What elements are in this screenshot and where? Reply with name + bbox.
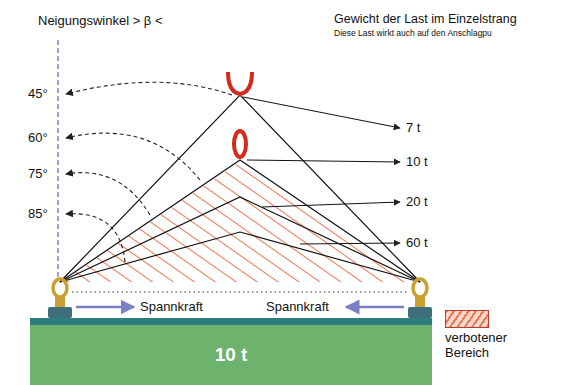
eye-bolts xyxy=(48,279,432,318)
reference-line xyxy=(72,291,408,292)
load-weight: 10 t xyxy=(215,344,248,366)
heading: Gewicht der Last im Einzelstrang xyxy=(334,13,517,27)
load-label: 60 t xyxy=(406,236,428,250)
vertical-reference xyxy=(57,40,59,278)
crane-hook xyxy=(228,72,252,94)
angle-label: 75° xyxy=(28,167,48,181)
legend-text: verbotener Bereich xyxy=(445,331,545,361)
load-label: 20 t xyxy=(406,195,428,209)
load-label: 10 t xyxy=(406,155,428,169)
legend-entry: verbotener Bereich xyxy=(445,310,545,361)
angle-label: 45° xyxy=(28,87,48,101)
slings xyxy=(60,95,420,282)
load-leaders xyxy=(243,97,400,244)
legend-swatch xyxy=(445,310,489,328)
heading: Neigungswinkel > β < xyxy=(38,14,163,28)
angle-label: 85° xyxy=(28,207,48,221)
angle-arrows xyxy=(66,82,232,262)
tension-arrows xyxy=(76,306,404,309)
forbidden-hatch xyxy=(40,150,440,290)
load-block: 10 t xyxy=(30,325,432,385)
note: Diese Last wirkt auch auf den Anschlagpu xyxy=(334,29,492,38)
load-label: 7 t xyxy=(406,121,420,135)
force-label: Spannkraft xyxy=(140,300,203,314)
angle-label: 60° xyxy=(28,131,48,145)
force-label: Spannkraft xyxy=(266,300,329,314)
ring xyxy=(234,131,246,157)
load-top-band xyxy=(30,318,432,325)
